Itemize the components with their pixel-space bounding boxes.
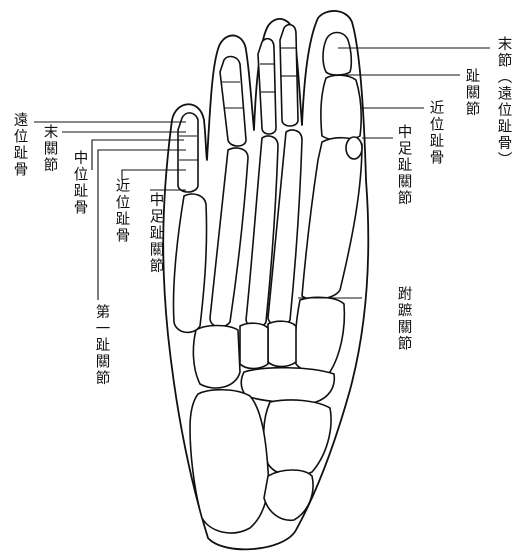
- label-mt-joint-right: 中足趾關節: [396, 124, 411, 207]
- label-mt-joint-left: 中足趾關節: [148, 192, 163, 275]
- label-dip-joint: 末關節: [42, 124, 57, 174]
- label-distal-phalanx-left: 遠位趾骨: [12, 112, 27, 178]
- label-proximal-phalanx-left: 近位趾骨: [114, 178, 129, 244]
- label-ip-joint: 趾關節: [464, 68, 479, 118]
- talus: [264, 400, 331, 476]
- lateral-cuneiform: [240, 323, 268, 368]
- label-tmt-joint: 跗蹠關節: [396, 286, 411, 352]
- leader-proximal-phalanx-left: [122, 170, 186, 180]
- first-metatarsal: [302, 138, 362, 300]
- big-toe-proximal-phalanx: [321, 75, 361, 140]
- label-distal-phalanx: 末節（遠位趾骨）: [496, 36, 511, 168]
- fifth-toe-phalanges: [178, 113, 198, 192]
- sesamoid-bone: [346, 137, 362, 159]
- fourth-metatarsal: [210, 148, 248, 327]
- leader-middle-phalanx: [92, 140, 184, 170]
- medial-cuneiform: [295, 297, 344, 373]
- second-toe-phalanges: [280, 25, 298, 126]
- fourth-toe-phalanges: [220, 57, 246, 146]
- intermediate-cuneiform: [268, 321, 296, 366]
- navicular: [241, 368, 334, 403]
- label-first-ip-joint: 第一趾關節: [94, 304, 109, 387]
- fifth-metatarsal: [173, 194, 206, 332]
- calcaneus: [190, 390, 268, 533]
- leader-first-ip-joint: [98, 150, 186, 300]
- label-middle-phalanx: 中位趾骨: [72, 150, 87, 216]
- big-toe-distal-phalanx: [323, 33, 351, 76]
- cuboid: [193, 326, 240, 389]
- third-toe-phalanges: [258, 39, 276, 134]
- label-proximal-phalanx-right: 近位趾骨: [428, 100, 443, 166]
